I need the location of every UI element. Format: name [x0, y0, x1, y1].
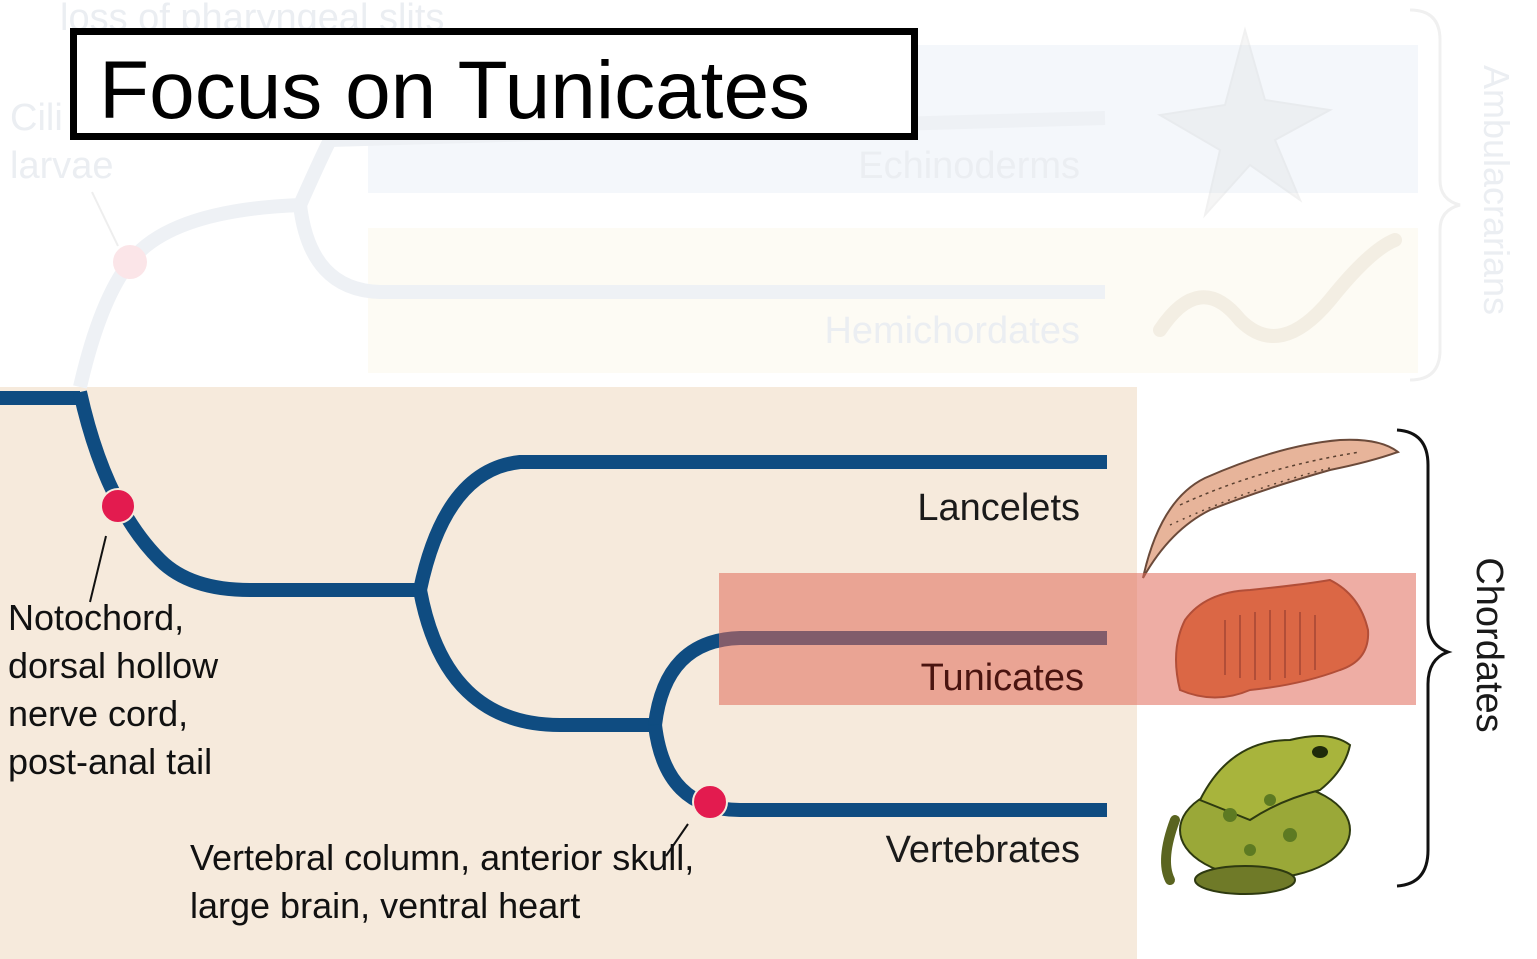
faded-cilia-label: Cili	[10, 97, 63, 139]
frog-icon	[1166, 736, 1350, 894]
notochord-node	[101, 489, 135, 523]
notochord-text-line1: Notochord,	[8, 594, 184, 642]
lancelet-icon	[1143, 440, 1398, 578]
vertebral-node	[693, 785, 727, 819]
vertebral-text-line1: Vertebral column, anterior skull,	[190, 834, 694, 882]
lancelets-label: Lancelets	[917, 487, 1080, 529]
vertebral-text-line2: large brain, ventral heart	[190, 882, 580, 930]
faded-ambulacrarians-label: Ambulacrarians	[1476, 65, 1517, 315]
faded-hemichordates-label: Hemichordates	[824, 310, 1080, 352]
faded-echinoderms-label: Echinoderms	[858, 145, 1080, 187]
notochord-text-line2: dorsal hollow	[8, 642, 218, 690]
tunicates-label: Tunicates	[921, 657, 1084, 699]
vertebrates-label: Vertebrates	[886, 829, 1080, 871]
chordates-label: Chordates	[1468, 557, 1510, 732]
notochord-text-line3: nerve cord,	[8, 690, 188, 738]
faded-larvae-label: larvae	[10, 145, 114, 187]
page-title: Focus on Tunicates	[99, 43, 810, 139]
title-box: Focus on Tunicates	[70, 28, 918, 140]
notochord-text-line4: post-anal tail	[8, 738, 212, 786]
